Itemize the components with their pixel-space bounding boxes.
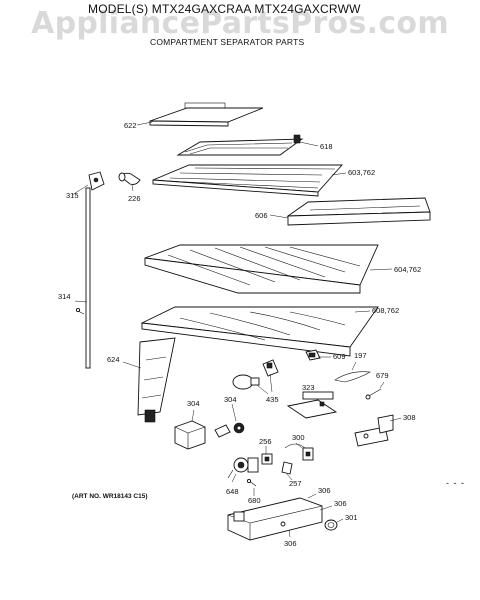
part-679-screw[interactable] xyxy=(365,388,382,400)
art-number: (ART NO. WR18143 C15) xyxy=(72,493,148,500)
part-226-clip[interactable] xyxy=(118,172,141,185)
label-435: 435 xyxy=(266,395,279,404)
diagram-subtitle: COMPARTMENT SEPARATOR PARTS xyxy=(150,37,305,47)
part-609[interactable] xyxy=(305,349,321,361)
part-323-switch[interactable] xyxy=(286,391,338,419)
label-603-762: 603,762 xyxy=(348,168,375,177)
label-314: 314 xyxy=(58,292,71,301)
label-197: 197 xyxy=(354,351,367,360)
label-609: 609 xyxy=(333,352,346,361)
label-618: 618 xyxy=(320,142,333,151)
label-622: 622 xyxy=(124,121,137,130)
label-679: 679 xyxy=(376,371,389,380)
part-648-timer[interactable] xyxy=(227,457,259,479)
part-624-bracket[interactable] xyxy=(137,337,176,423)
label-624: 624 xyxy=(107,355,120,364)
label-604-762: 604,762 xyxy=(394,265,421,274)
part-622-cover[interactable] xyxy=(149,102,264,127)
part-680-screw[interactable] xyxy=(246,478,257,487)
label-256: 256 xyxy=(259,437,272,446)
part-608-separator[interactable] xyxy=(140,306,379,357)
part-435-bulb[interactable] xyxy=(232,359,279,390)
part-618-rail[interactable] xyxy=(176,134,304,156)
label-257: 257 xyxy=(289,479,302,488)
label-300: 300 xyxy=(292,433,305,442)
label-648: 648 xyxy=(226,487,239,496)
label-323: 323 xyxy=(302,383,315,392)
label-680: 680 xyxy=(248,496,261,505)
part-301-knob[interactable] xyxy=(324,519,338,531)
label-606: 606 xyxy=(255,211,268,220)
label-306-a: 306 xyxy=(318,486,331,495)
part-304-housing[interactable] xyxy=(174,420,206,450)
part-308-bracket[interactable] xyxy=(354,414,394,447)
model-line: MODEL(S) MTX24GAXCRAA MTX24GAXCRWW xyxy=(88,2,361,16)
part-257-connector[interactable] xyxy=(281,461,293,475)
label-306-b: 306 xyxy=(334,499,347,508)
part-604-separator[interactable] xyxy=(144,244,379,294)
part-300-sensor[interactable] xyxy=(284,443,314,461)
label-315: 315 xyxy=(66,191,79,200)
continuation-dashes: - - - xyxy=(446,478,465,488)
label-304-a: 304 xyxy=(187,399,200,408)
part-197-wire[interactable] xyxy=(334,371,371,383)
label-608-762: 608,762 xyxy=(372,306,399,315)
part-304-knob[interactable] xyxy=(214,422,245,438)
watermark: AppliancePartsPros.com xyxy=(31,6,449,41)
label-308: 308 xyxy=(403,413,416,422)
label-306-c: 306 xyxy=(284,539,297,548)
label-304-b: 304 xyxy=(224,395,237,404)
part-256-plug[interactable] xyxy=(261,453,273,465)
part-314-screw[interactable] xyxy=(75,307,85,315)
label-301: 301 xyxy=(345,513,358,522)
part-606-trim[interactable] xyxy=(286,197,431,226)
label-226: 226 xyxy=(128,194,141,203)
part-603-shelf[interactable] xyxy=(152,164,344,197)
part-315-rod[interactable] xyxy=(85,171,105,369)
part-306-housing[interactable] xyxy=(227,497,323,541)
